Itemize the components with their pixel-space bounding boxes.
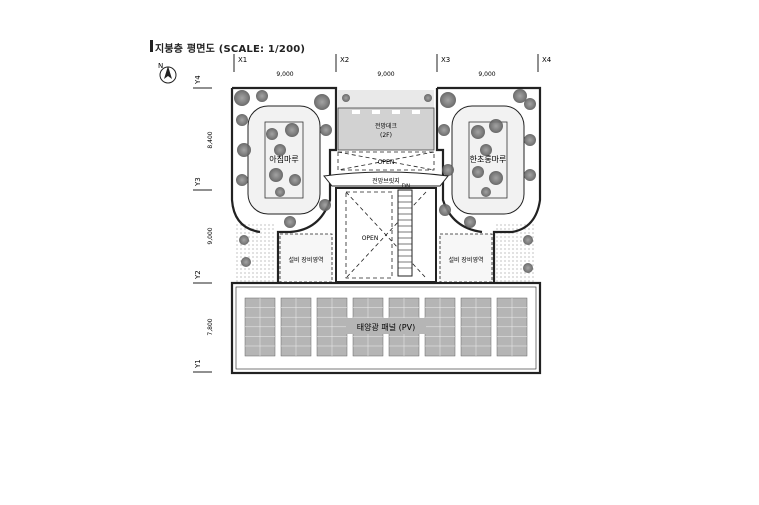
right-roof-label: 한초롱마루 <box>470 155 507 164</box>
north-label: N <box>158 62 163 70</box>
equipment-zones: 설비 장비영역 설비 장비영역 <box>279 233 493 283</box>
grid-label-x3: X3 <box>441 56 450 64</box>
grid-y-axis: Y4 Y3 Y2 Y1 8,400 9,000 7,800 <box>193 75 214 373</box>
grid-label-y3: Y3 <box>194 177 202 187</box>
deck-sublabel: (2F) <box>380 132 392 139</box>
open-upper-label: OPEN <box>378 159 395 166</box>
dim-y3: 7,800 <box>207 318 214 335</box>
grid-label-y2: Y2 <box>194 270 202 280</box>
grid-label-x2: X2 <box>340 56 349 64</box>
building-outline <box>230 86 542 375</box>
grid-x-axis: X1 X2 X3 X4 9,000 9,000 9,000 <box>233 54 552 78</box>
dim-y1: 8,400 <box>207 131 214 148</box>
open-lower-label: OPEN <box>362 235 379 242</box>
deck-label: 전망데크 <box>375 122 398 130</box>
left-roof-garden: 아침마루 <box>247 105 321 215</box>
bridge-label: 전망브릿지 <box>372 177 400 185</box>
equip-left-label: 설비 장비영역 <box>288 256 323 264</box>
pv-label-bg <box>346 318 426 334</box>
observation-deck: 전망데크 (2F) <box>337 107 435 151</box>
grid-label-y4: Y4 <box>194 75 202 85</box>
north-arrow-icon: N <box>158 62 177 84</box>
stair: DN <box>397 183 413 277</box>
pv-panel-array <box>244 297 528 357</box>
upper-open-void: OPEN <box>337 151 435 171</box>
grid-label-x1: X1 <box>238 56 247 64</box>
viewing-bridge: 전망브릿지 <box>323 171 449 187</box>
grid-label-y1: Y1 <box>194 359 202 369</box>
central-atrium: OPEN <box>335 187 437 283</box>
tree-canopies <box>234 89 536 273</box>
title-marker <box>150 40 153 52</box>
right-roof-garden: 한초롱마루 <box>451 105 525 215</box>
dim-x3: 9,000 <box>478 71 495 78</box>
dim-y2: 9,000 <box>207 227 214 244</box>
equip-right-label: 설비 장비영역 <box>448 256 483 264</box>
dim-x2: 9,000 <box>377 71 394 78</box>
dn-label: DN <box>401 183 410 190</box>
dim-x1: 9,000 <box>276 71 293 78</box>
left-roof-label: 아침마루 <box>269 154 298 164</box>
grid-label-x4: X4 <box>542 56 552 64</box>
pv-label: 태양광 패널 (PV) <box>357 322 415 332</box>
drawing-title: 지붕층 평면도 (SCALE: 1/200) <box>155 44 306 55</box>
